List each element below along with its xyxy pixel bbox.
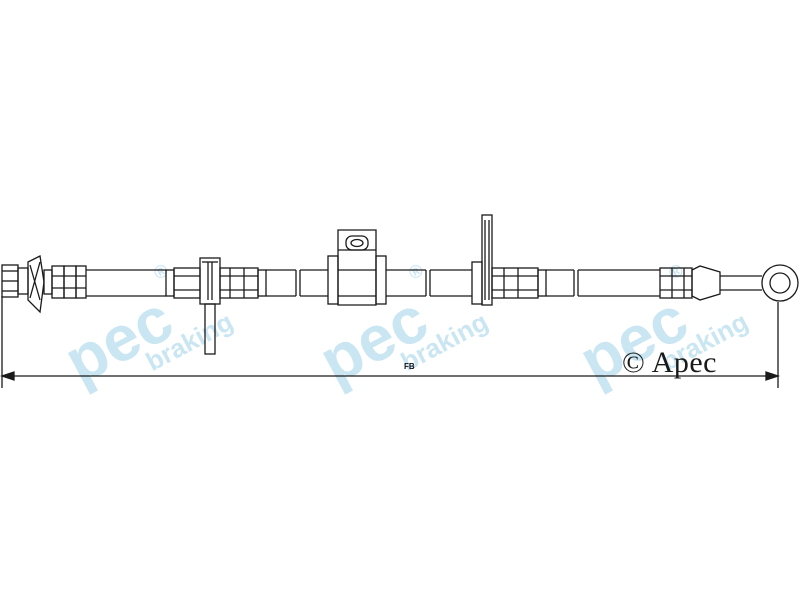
hose-crimp-2 <box>219 267 267 299</box>
watermark-registered: ® <box>405 260 426 284</box>
hose-crimp-1 <box>165 267 201 299</box>
bracket-2 <box>471 214 493 306</box>
copyright-brand: Apec <box>651 346 717 379</box>
left-end-fitting <box>1 255 87 314</box>
watermark-registered: ® <box>665 260 686 284</box>
watermark-registered: ® <box>150 260 171 284</box>
watermark-left: pec braking ® <box>53 260 238 398</box>
dimension-label: FB <box>404 362 415 371</box>
hose-section-1 <box>86 269 166 297</box>
hose-section-2 <box>266 269 328 297</box>
center-mounting-bracket <box>327 229 387 306</box>
hose-section-3 <box>386 269 472 297</box>
right-end-fitting <box>659 264 799 302</box>
watermark-right: pec braking ® <box>568 260 753 398</box>
overall-length-dimension <box>0 296 781 388</box>
copyright-notice: © Apec <box>622 346 717 380</box>
hose-section-4 <box>546 269 660 297</box>
watermark-center: pec braking ® <box>308 260 493 398</box>
copyright-symbol: © <box>622 346 646 379</box>
hose-crimp-3 <box>491 267 547 299</box>
